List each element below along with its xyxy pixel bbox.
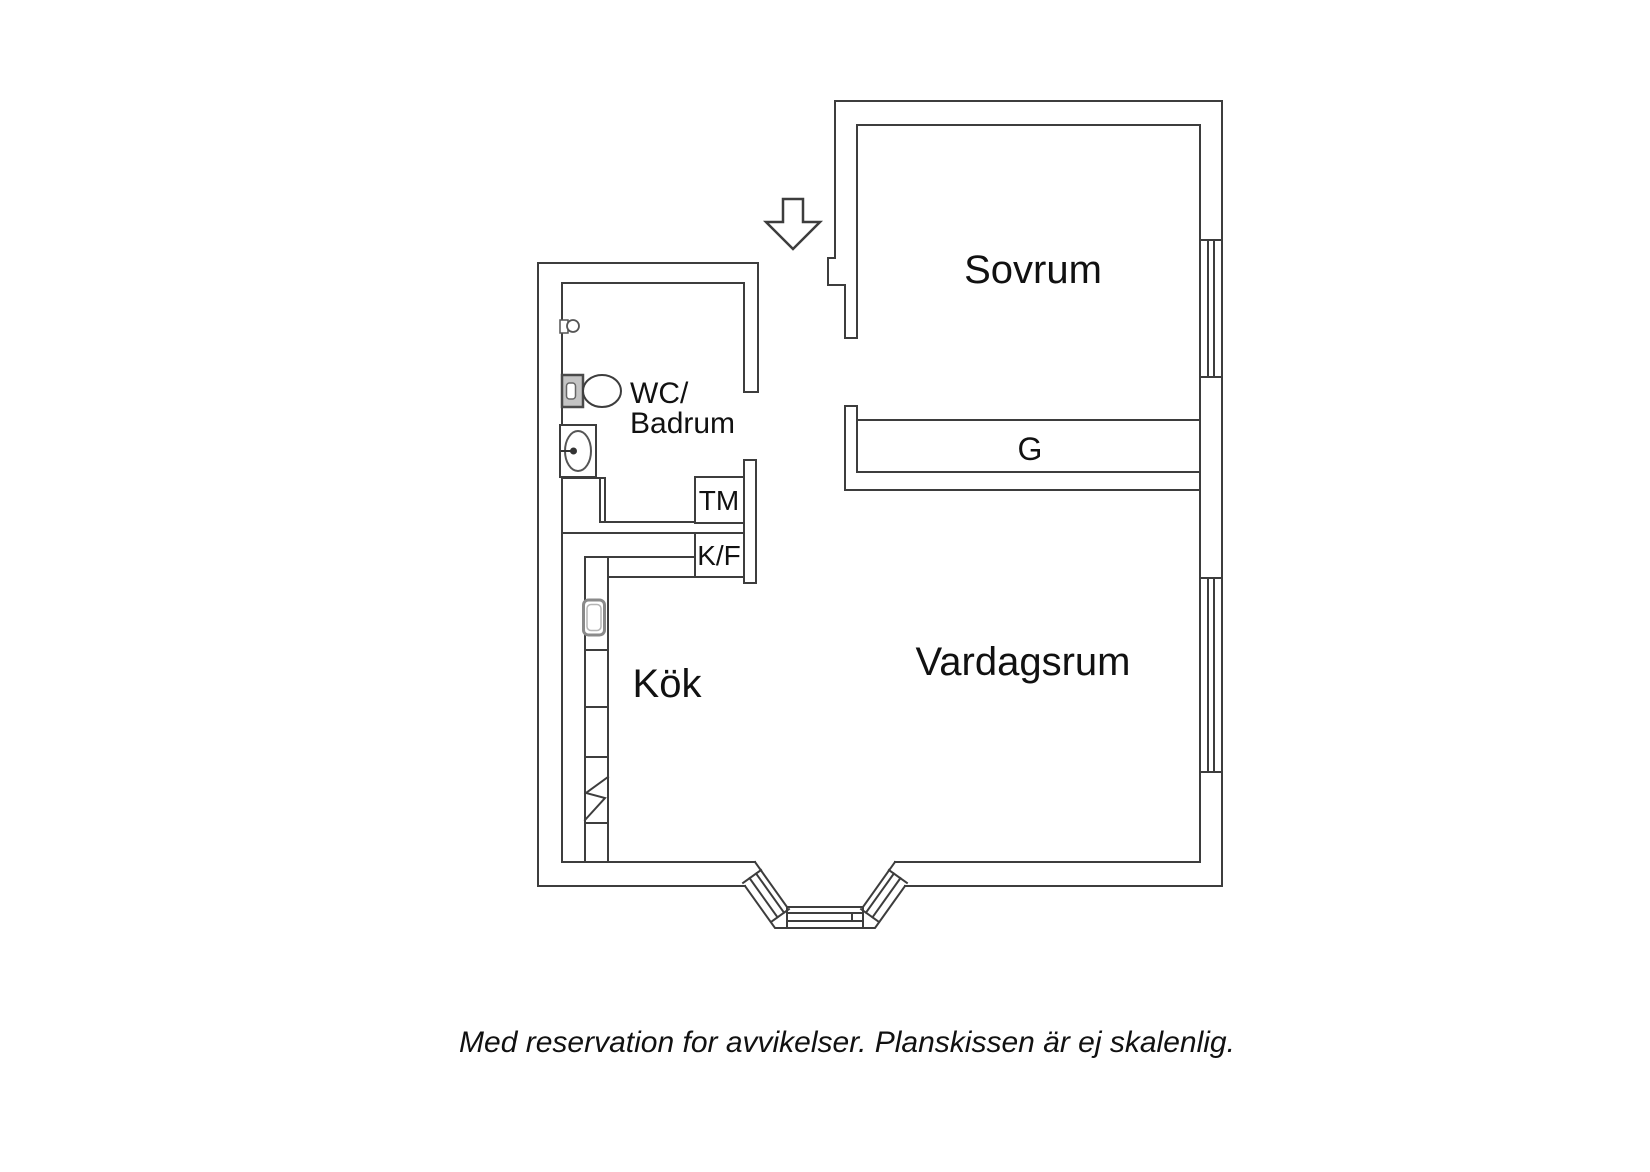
room-label-vardagsrum: Vardagsrum [916, 640, 1131, 684]
appliance-label-tm: TM [699, 485, 739, 516]
bottom-wall [537, 860, 1223, 929]
fridge-freezer-box [694, 532, 745, 578]
entry-door-jamb-notch [827, 257, 846, 286]
kitchen-sink-inner [586, 603, 602, 632]
room-label-garderob: G [1018, 431, 1043, 467]
window-icon [859, 907, 881, 924]
wall-fixture-icon [559, 319, 580, 334]
room-label-wc-line2: Badrum [630, 407, 735, 440]
room-label-kok: Kök [633, 662, 703, 706]
sovrum-window [1201, 239, 1223, 378]
kitchen-sink-icon [582, 598, 606, 637]
washing-machine-box [694, 476, 745, 524]
toilet-bowl [582, 374, 622, 408]
window-icon [887, 868, 909, 885]
vardagsrum-window [1201, 577, 1223, 773]
room-label-wc-line1: WC/ [630, 377, 689, 410]
bathroom-sink-drain [570, 447, 577, 455]
wall-lines [537, 100, 1223, 929]
toilet-tank-button [565, 382, 577, 400]
window-icon [741, 868, 763, 885]
sovrum-block-walls [827, 100, 1223, 339]
stove-marking-icon [583, 775, 610, 822]
window-icon [864, 872, 896, 915]
disclaimer-caption: Med reservation for avvikelser. Planskis… [459, 1026, 1235, 1059]
bay-window-right [859, 868, 909, 924]
window-icon [748, 876, 779, 919]
wall-fixture-knob [566, 319, 580, 333]
entrance-arrow-icon [762, 197, 824, 251]
room-label-sovrum: Sovrum [964, 248, 1102, 292]
bay-inner [753, 860, 897, 908]
appliance-label-kf: K/F [697, 540, 741, 571]
bay-window-left [741, 868, 791, 924]
window-icon [754, 872, 786, 915]
window-icon [871, 876, 902, 919]
bay-outer [743, 884, 907, 929]
closet-walls [844, 405, 1201, 491]
kitchen-sink-outer [582, 598, 606, 637]
bathroom-sink-icon [559, 424, 597, 478]
toilet-icon [560, 373, 622, 409]
right-wall [1199, 100, 1223, 887]
window-icon [769, 907, 791, 924]
